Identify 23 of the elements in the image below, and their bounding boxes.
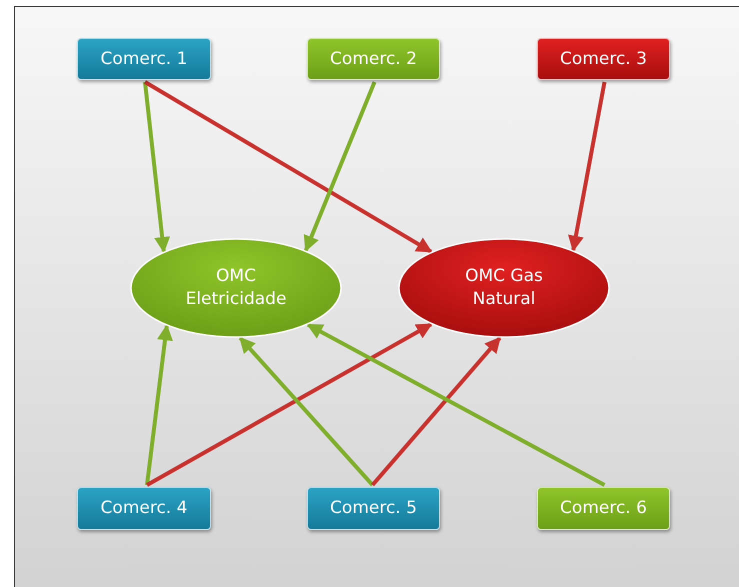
process-box — [537, 487, 670, 530]
process-box — [77, 487, 211, 530]
arrow — [238, 336, 374, 486]
process-box — [307, 487, 440, 530]
process-box — [307, 38, 440, 80]
process-box — [537, 38, 670, 80]
arrow — [370, 336, 502, 486]
node-label: Comerc. 6 — [560, 497, 647, 520]
node-label: Comerc. 1 — [100, 48, 188, 70]
arrow — [146, 322, 432, 487]
process-box — [77, 38, 211, 80]
arrow — [304, 81, 376, 252]
node-label: Comerc. 3 — [560, 48, 647, 70]
arrow — [306, 322, 606, 487]
node-label: Comerc. 2 — [330, 48, 417, 70]
node-label: Comerc. 4 — [100, 497, 188, 520]
arrow — [144, 80, 432, 254]
arrow — [145, 324, 173, 486]
arrow — [568, 82, 606, 252]
node-label: OMC Eletricidade — [184, 265, 288, 311]
arrow — [143, 82, 170, 253]
node-label: Comerc. 5 — [330, 497, 417, 520]
node-label: OMC Gas Natural — [464, 265, 544, 311]
